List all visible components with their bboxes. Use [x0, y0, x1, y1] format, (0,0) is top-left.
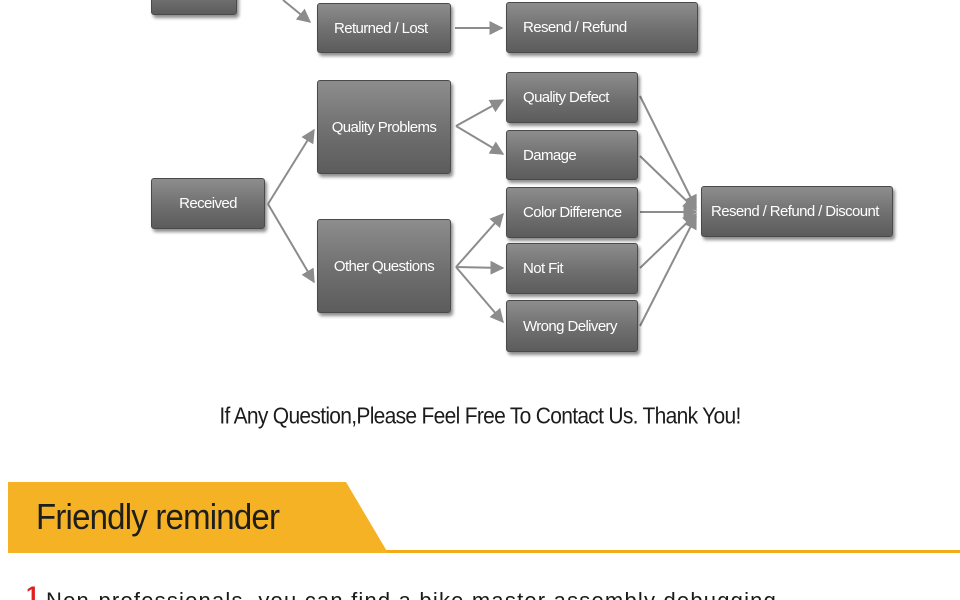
- arrow-damage-to-final: [639, 155, 698, 211]
- arrow-not-fit-to-final: [639, 213, 698, 269]
- reminder-item-number: 1: [26, 582, 40, 600]
- arrow-top-to-returned: [282, 0, 312, 23]
- contact-message: If Any Question,Please Feel Free To Cont…: [219, 403, 741, 430]
- arrow-oq-to-color-difference: [455, 212, 504, 268]
- arrow-quality-defect-to-final: [639, 95, 697, 210]
- node-resend-refund: Resend / Refund: [506, 2, 698, 53]
- node-top-partial: [151, 0, 237, 15]
- node-received: Received: [151, 178, 265, 229]
- node-quality-problems: Quality Problems: [317, 80, 451, 174]
- node-color-difference: Color Difference: [506, 187, 638, 238]
- node-wrong-delivery: Wrong Delivery: [506, 300, 638, 352]
- reminder-item-text: Non-professionals, you can find a bike m…: [46, 588, 777, 600]
- node-not-fit: Not Fit: [506, 243, 638, 294]
- flowchart-connectors: [267, 0, 698, 327]
- reminder-title: Friendly reminder: [36, 496, 280, 537]
- arrow-received-to-other-questions: [267, 203, 315, 284]
- node-quality-defect: Quality Defect: [506, 72, 638, 123]
- node-other-questions: Other Questions: [317, 219, 451, 313]
- reminder-banner-underline: [8, 550, 960, 553]
- arrow-oq-to-wrong-delivery: [455, 266, 504, 324]
- reminder-banner: [8, 482, 388, 553]
- node-returned-lost: Returned / Lost: [317, 3, 451, 53]
- arrow-oq-to-not-fit: [455, 260, 505, 275]
- arrow-received-to-quality-problems: [267, 128, 315, 205]
- arrow-wrong-delivery-to-final: [639, 214, 697, 327]
- arrow-qp-to-quality-defect: [455, 99, 505, 127]
- node-damage: Damage: [506, 130, 638, 180]
- arrow-qp-to-damage: [455, 125, 505, 155]
- node-resend-refund-discount: Resend / Refund / Discount: [701, 186, 893, 237]
